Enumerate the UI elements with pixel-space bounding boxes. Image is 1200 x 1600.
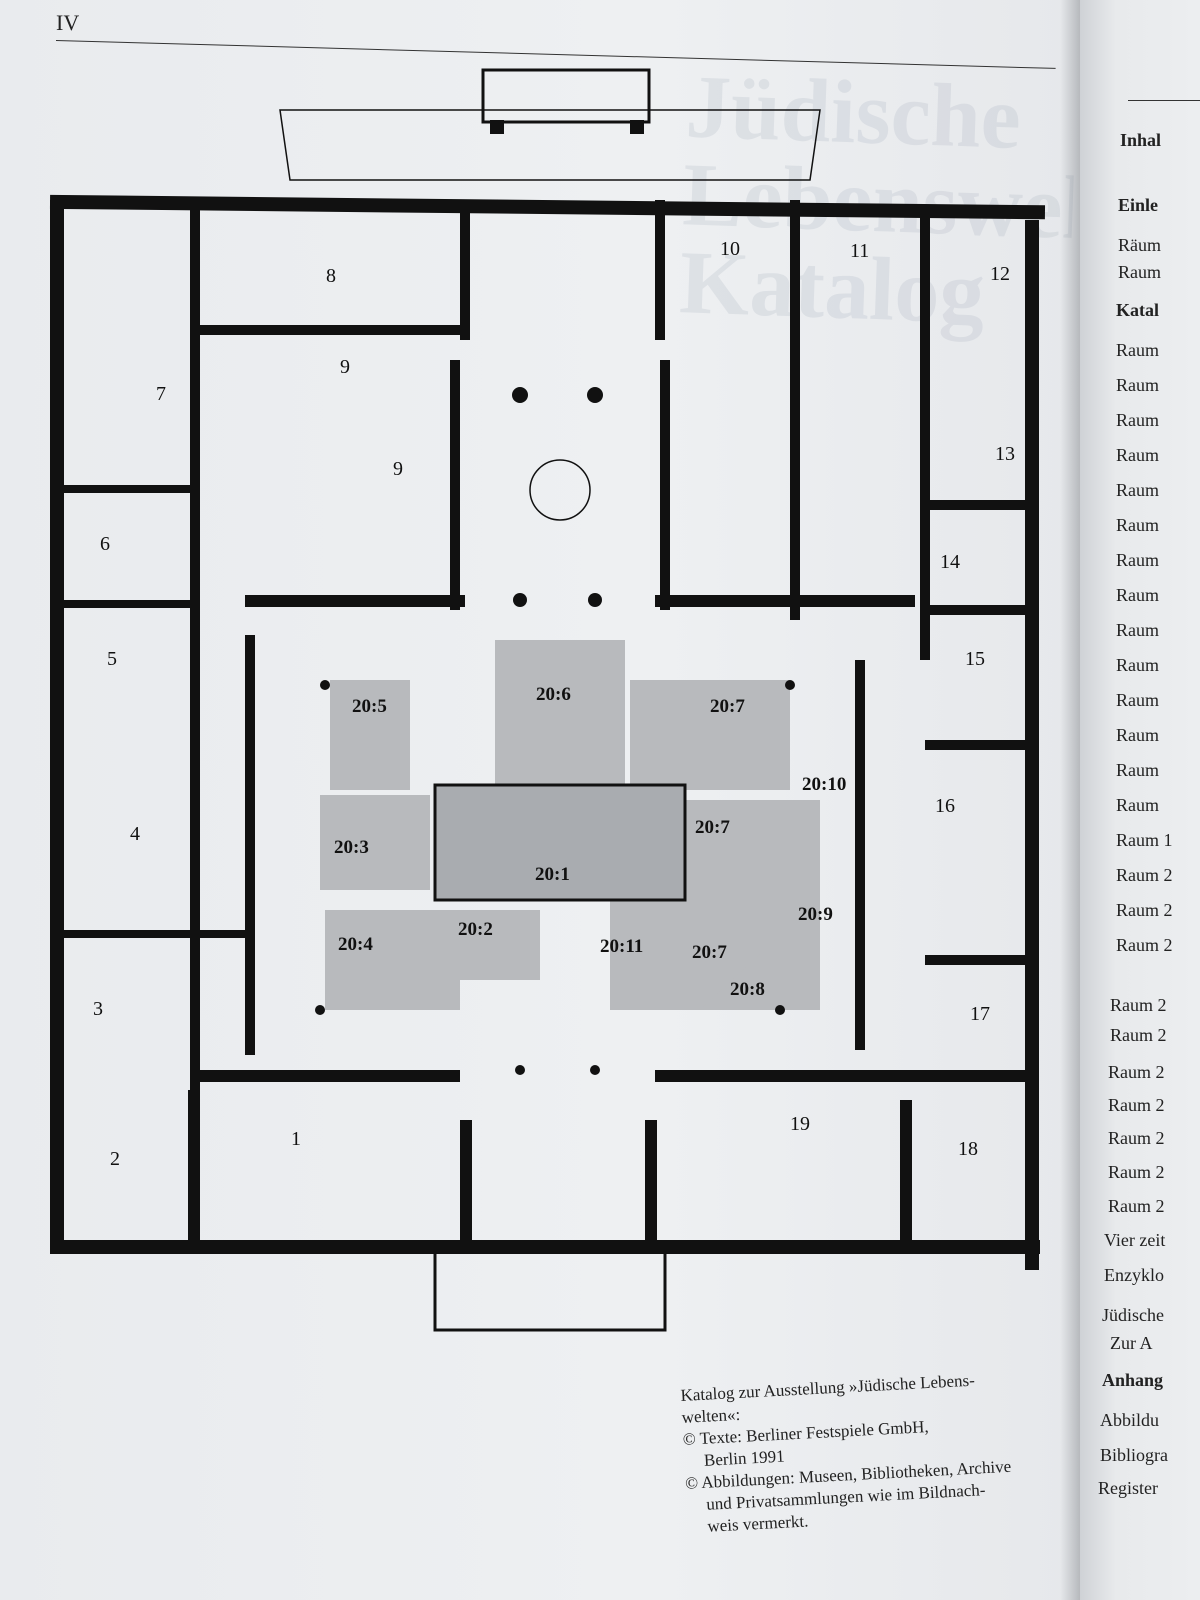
toc-entry: Bibliogra (1100, 1445, 1168, 1465)
room-20-2-label: 20:2 (458, 919, 493, 940)
toc-entry: Räum (1118, 235, 1161, 255)
toc-entry: Einle (1118, 195, 1159, 215)
toc-entry: Raum 2 (1108, 1095, 1165, 1115)
page-number: IV (56, 10, 80, 35)
toc-entry: Raum (1116, 480, 1159, 500)
room-9-label-lower: 9 (393, 458, 403, 480)
room-5-label: 5 (107, 648, 117, 670)
room-3-label: 3 (93, 998, 103, 1020)
toc-entry: Register (1098, 1478, 1158, 1498)
toc-entry: Inhal (1120, 130, 1162, 150)
toc-entry: Raum (1116, 550, 1159, 570)
toc-entry: Raum (1116, 620, 1159, 640)
room-20-9-label: 20:9 (798, 904, 833, 925)
room-11-label: 11 (850, 240, 869, 262)
room-7-label: 7 (156, 383, 166, 405)
floor-plan-drawing: 1 2 3 4 5 6 7 8 9 9 10 11 12 13 14 15 16… (49, 68, 1046, 1332)
toc-entry: Raum 2 (1116, 865, 1173, 885)
toc-entry: Raum 1 (1116, 830, 1173, 850)
toc-entry: Raum (1116, 410, 1159, 430)
room-2-label: 2 (110, 1148, 120, 1170)
left-page: IV Jüdische Lebenswelten Katalog (0, 0, 1080, 1600)
room-17-label: 17 (970, 1003, 990, 1025)
room-20-7-label-top: 20:7 (710, 696, 745, 717)
floor-plan: 1 2 3 4 5 6 7 8 9 9 10 11 12 13 14 15 16… (40, 60, 1060, 1360)
toc-entry: Raum (1116, 725, 1159, 745)
toc-entry: Enzyklo (1104, 1265, 1164, 1285)
toc-entry: Raum 2 (1108, 1162, 1165, 1182)
room-8-label: 8 (326, 265, 336, 287)
room-20-6-label: 20:6 (536, 684, 571, 705)
room-12-label: 12 (990, 263, 1010, 285)
toc-entry: Jüdische (1102, 1305, 1164, 1325)
toc-entry: Katal (1116, 300, 1159, 320)
toc-entry: Raum 2 (1110, 995, 1167, 1015)
room-9-label-upper: 9 (340, 356, 350, 378)
toc-entry: Raum (1116, 760, 1159, 780)
toc-entry: Raum 2 (1108, 1196, 1165, 1216)
toc-entry: Raum (1116, 515, 1159, 535)
toc-entry: Raum (1118, 262, 1161, 282)
toc-entry: Raum (1116, 445, 1159, 465)
room-4-label: 4 (130, 823, 140, 845)
room-20-7-label-bottom: 20:7 (692, 942, 727, 963)
room-13-label: 13 (995, 443, 1015, 465)
toc-entry: Zur A (1110, 1333, 1153, 1353)
toc-entry: Abbildu (1100, 1410, 1160, 1430)
toc-entry: Raum (1116, 795, 1159, 815)
toc-entry: Vier zeit (1104, 1230, 1166, 1250)
toc-entry: Raum 2 (1108, 1062, 1165, 1082)
toc-entry: Raum (1116, 375, 1159, 395)
toc-entry: Raum 2 (1116, 900, 1173, 920)
toc-entry: Raum 2 (1116, 935, 1173, 955)
room-15-label: 15 (965, 648, 985, 670)
room-20-11-label: 20:11 (600, 936, 643, 957)
toc-entry: Raum (1116, 340, 1159, 360)
room-1-label: 1 (291, 1128, 301, 1150)
room-20-5-label: 20:5 (352, 696, 387, 717)
room-16-label: 16 (935, 795, 955, 817)
toc-entry: Raum 2 (1108, 1128, 1165, 1148)
toc-entry: Raum (1116, 690, 1159, 710)
toc-entry: Raum (1116, 655, 1159, 675)
room-20-1-label: 20:1 (535, 864, 570, 885)
room-18-label: 18 (958, 1138, 978, 1160)
room-20-7-label-mid: 20:7 (695, 817, 730, 838)
room-20-4-label: 20:4 (338, 934, 373, 955)
colophon-caption: Katalog zur Ausstellung »Jüdische Lebens… (680, 1366, 1048, 1539)
room-19-label: 19 (790, 1113, 810, 1135)
room-6-label: 6 (100, 533, 110, 555)
room-10-label: 10 (720, 238, 740, 260)
toc-entry: Raum 2 (1110, 1025, 1167, 1045)
toc-entry: Raum (1116, 585, 1159, 605)
room-14-label: 14 (940, 551, 960, 573)
room-20-8-label: 20:8 (730, 979, 765, 1000)
room-20-3-label: 20:3 (334, 837, 369, 858)
toc-rule (1128, 100, 1200, 101)
toc-entry: Anhang (1102, 1370, 1164, 1390)
room-20-10-label: 20:10 (802, 774, 846, 795)
